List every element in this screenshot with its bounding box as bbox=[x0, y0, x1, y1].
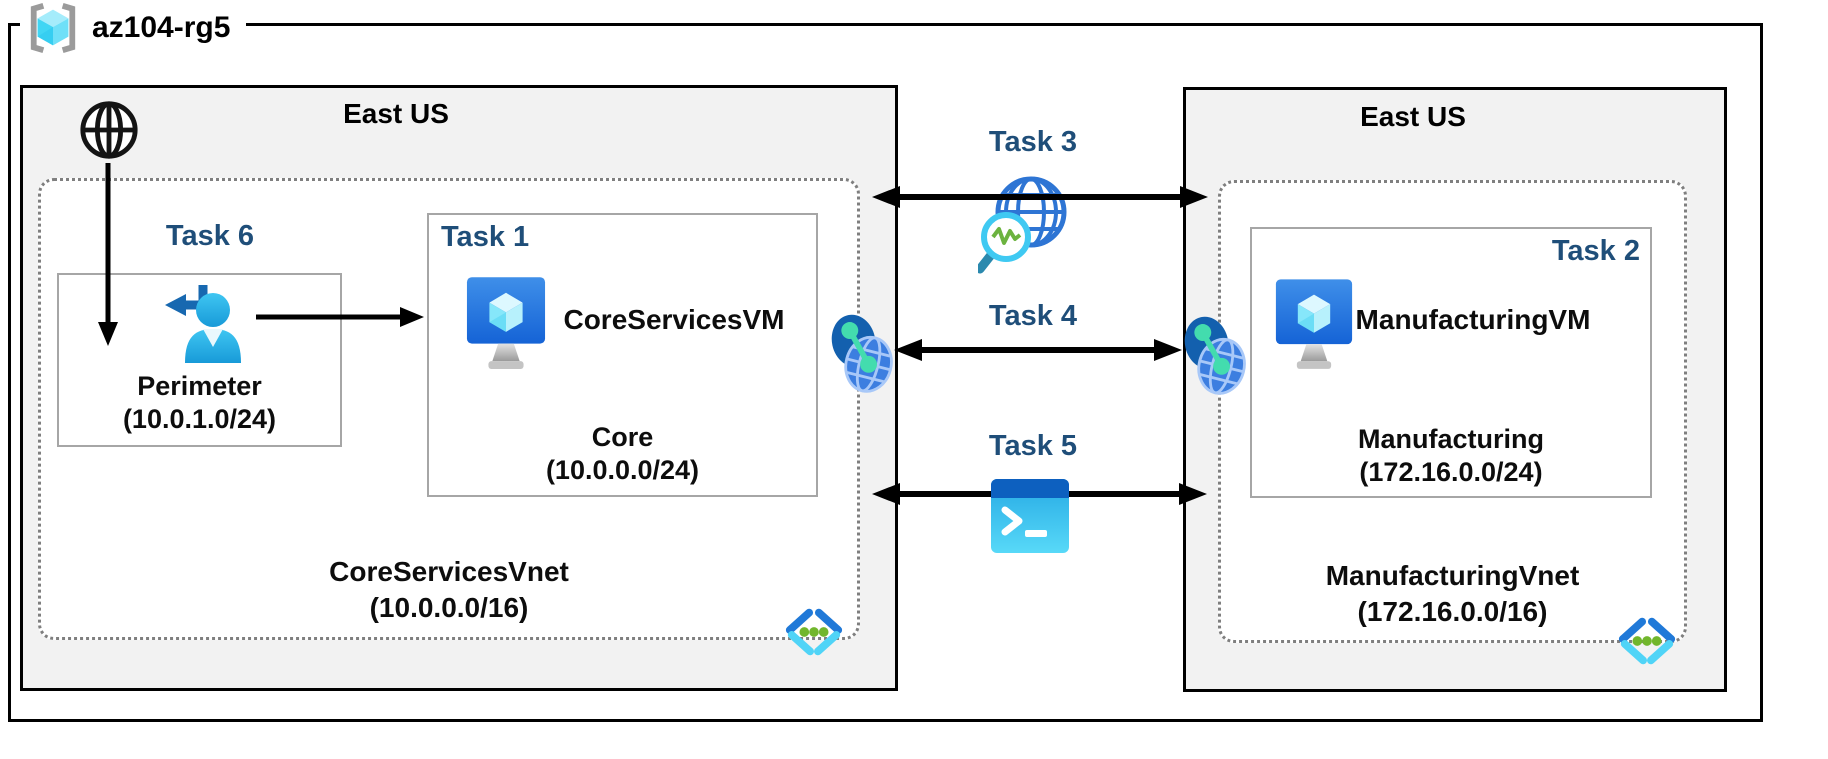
resource-group-name: az104-rg5 bbox=[92, 11, 231, 44]
perimeter-subnet-cidr: (10.0.1.0/24) bbox=[122, 404, 277, 434]
task3-label: Task 3 bbox=[988, 126, 1078, 158]
perimeter-subnet-name: Perimeter bbox=[137, 371, 262, 401]
manufacturing-subnet-name: Manufacturing bbox=[1358, 424, 1544, 454]
cloud-shell-icon bbox=[991, 479, 1069, 553]
peering-icon-left bbox=[831, 314, 893, 393]
core-subnet-cidr: (10.0.0.0/24) bbox=[545, 455, 700, 485]
core-vnet-label: CoreServicesVnet (10.0.0.0/16) bbox=[38, 554, 860, 626]
core-vm-name: CoreServicesVM bbox=[563, 304, 785, 335]
manufacturing-region-title: East US bbox=[1360, 101, 1466, 132]
network-watcher-icon bbox=[978, 176, 1067, 274]
perimeter-subnet-box: Perimeter (10.0.1.0/24) bbox=[57, 273, 342, 447]
manufacturing-vnet-icon bbox=[1618, 617, 1676, 665]
task1-label: Task 1 bbox=[441, 221, 530, 253]
core-subnet-box: Task 1 CoreServicesVM Core (10.0.0.0/24) bbox=[427, 213, 818, 497]
core-vnet-icon bbox=[785, 608, 843, 656]
resource-group-label: az104-rg5 bbox=[20, 0, 247, 56]
task6-label: Task 6 bbox=[165, 220, 255, 252]
manufacturing-subnet-cidr: (172.16.0.0/24) bbox=[1359, 457, 1543, 487]
peering-icon-right bbox=[1184, 316, 1246, 395]
task4-label: Task 4 bbox=[988, 300, 1078, 332]
task2-label: Task 2 bbox=[1551, 235, 1640, 267]
manufacturing-vnet-label: ManufacturingVnet (172.16.0.0/16) bbox=[1218, 558, 1687, 630]
internet-globe-icon bbox=[80, 101, 138, 159]
manufacturing-vnet-cidr: (172.16.0.0/16) bbox=[1357, 596, 1548, 627]
task5-label: Task 5 bbox=[988, 430, 1078, 462]
core-vnet-name: CoreServicesVnet bbox=[329, 556, 569, 587]
core-vnet-cidr: (10.0.0.0/16) bbox=[369, 592, 529, 623]
manufacturing-vm-icon bbox=[1275, 279, 1353, 369]
core-subnet-name: Core bbox=[591, 422, 654, 452]
manufacturing-vnet-name: ManufacturingVnet bbox=[1325, 560, 1580, 591]
core-vm-icon bbox=[466, 277, 546, 369]
guest-user-icon bbox=[165, 285, 241, 363]
resource-group-icon bbox=[30, 3, 76, 53]
core-region-title: East US bbox=[343, 98, 449, 129]
manufacturing-subnet-box: Task 2 ManufacturingVM Manufacturing (17… bbox=[1250, 227, 1652, 498]
manufacturing-vm-name: ManufacturingVM bbox=[1355, 304, 1591, 335]
